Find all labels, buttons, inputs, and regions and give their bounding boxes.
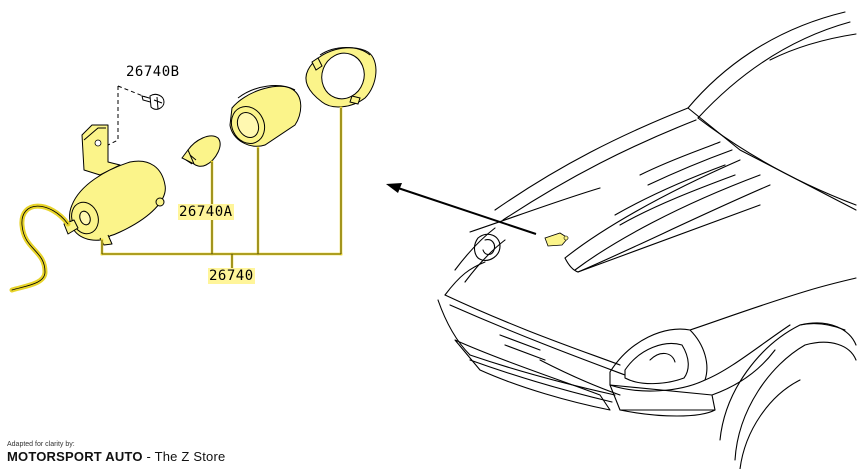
lamp-wire: [9, 203, 71, 293]
lamp-location-marker: [544, 232, 569, 247]
screw-part: [141, 93, 165, 110]
credit-store: - The Z Store: [142, 449, 226, 464]
part-number-screw: 26740B: [126, 64, 180, 80]
rim-part: [305, 47, 377, 108]
lamp-housing: [63, 124, 166, 246]
part-number-bulb: 26740A: [178, 204, 234, 220]
lens-part: [229, 85, 302, 147]
location-arrow: [386, 183, 537, 235]
credit-brand: MOTORSPORT AUTO: [7, 449, 143, 464]
credit-caption: Adapted for clarity by:: [7, 441, 75, 448]
bulb-part: [181, 135, 221, 167]
screw-leader: [107, 85, 154, 146]
car-front-outline: [437, 11, 857, 469]
part-number-assembly: 26740: [208, 268, 255, 284]
credit-brand-line: MOTORSPORT AUTO - The Z Store: [7, 449, 225, 464]
lamp-wire-outline: [11, 205, 69, 291]
